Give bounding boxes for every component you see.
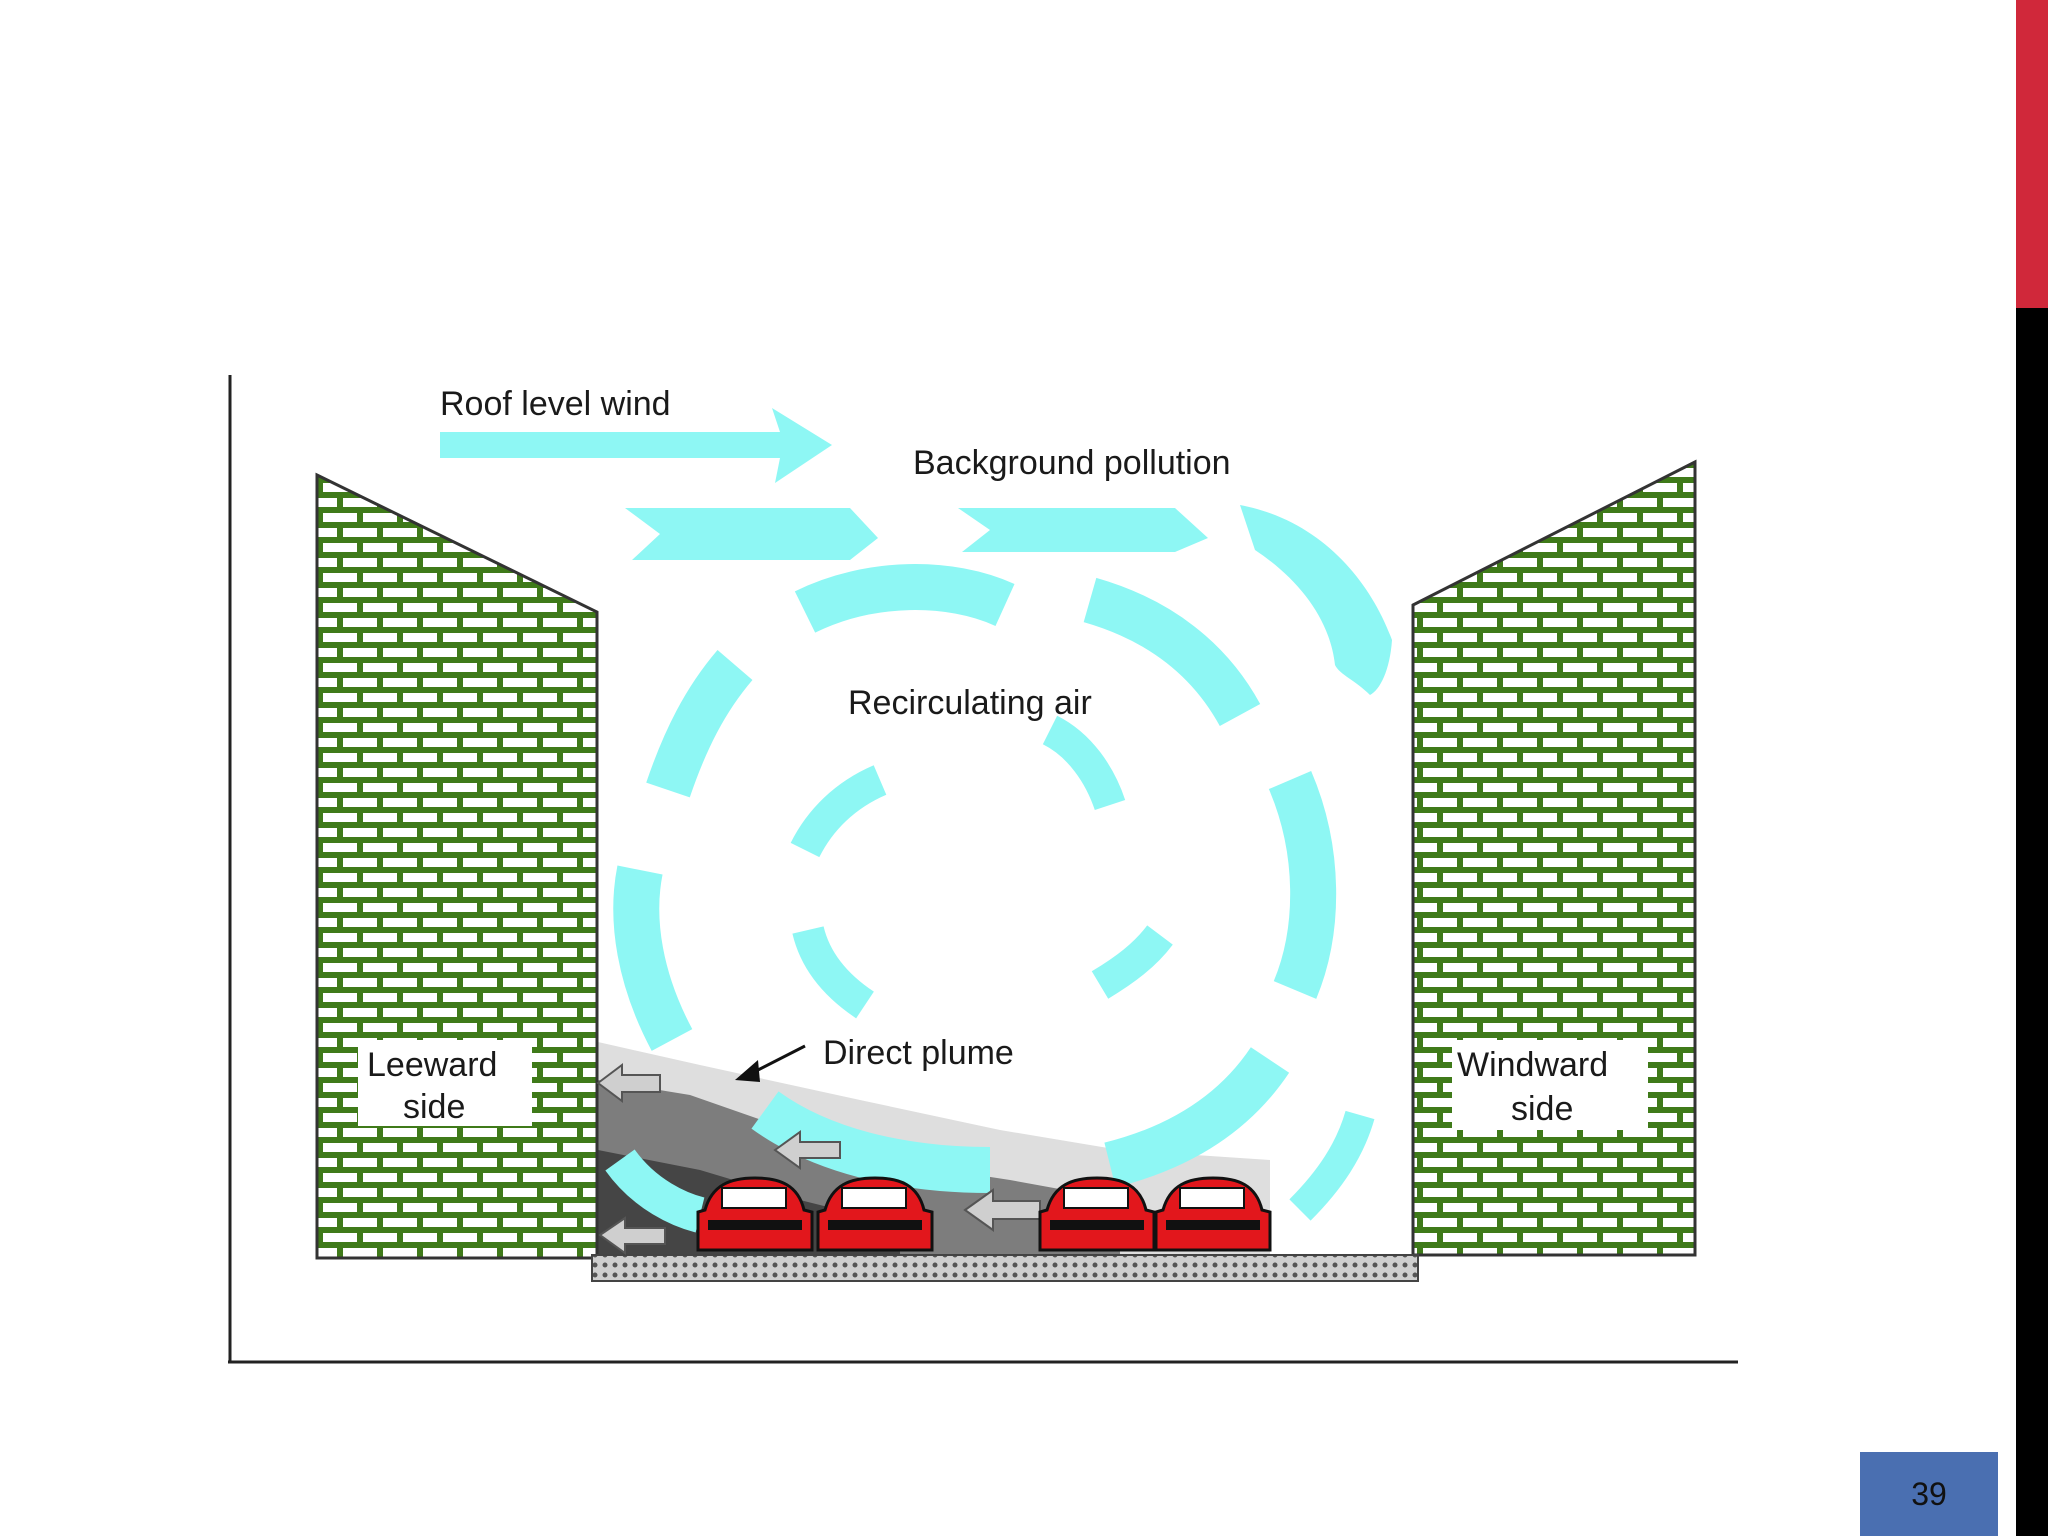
background-flow-arrow-3 <box>1240 505 1392 695</box>
leeward-building <box>315 472 599 1260</box>
label-leeward: Leeward <box>367 1046 497 1084</box>
car-3 <box>1038 1176 1156 1252</box>
windward-building <box>1411 459 1697 1257</box>
plume-pointer-line <box>753 1044 806 1074</box>
background-flow-arrow-1 <box>625 508 878 560</box>
roof-wind-arrow <box>440 408 832 483</box>
car-2 <box>816 1176 934 1252</box>
page-number-text: 39 <box>1911 1475 1947 1512</box>
car-1 <box>696 1176 814 1252</box>
label-windward: Windward <box>1457 1046 1608 1084</box>
label-windward-side: side <box>1511 1090 1573 1128</box>
label-direct-plume: Direct plume <box>823 1034 1014 1072</box>
page-number-badge: 39 <box>1860 1452 1998 1536</box>
plume-pointer-arrow <box>735 1060 760 1082</box>
leeward-swirl <box>605 1149 705 1233</box>
label-leeward-side: side <box>403 1088 465 1126</box>
windward-label-bg <box>1452 1040 1648 1130</box>
accent-bar-black <box>2016 308 2048 1536</box>
recirculation-outer-ring <box>613 564 1337 1193</box>
recirculation-inner-ring <box>790 715 1173 1019</box>
leeward-label-bg <box>358 1040 532 1126</box>
car-4 <box>1154 1176 1272 1252</box>
label-recirculating-air: Recirculating air <box>848 684 1092 722</box>
label-background-pollution: Background pollution <box>913 444 1231 482</box>
label-roof-level-wind: Roof level wind <box>440 385 671 423</box>
background-flow-arrow-2 <box>958 508 1208 552</box>
road <box>591 1254 1419 1282</box>
accent-bar-red <box>2016 0 2048 308</box>
ground-flow-arrows <box>596 1063 1041 1255</box>
windward-return-flow <box>1289 1110 1375 1221</box>
